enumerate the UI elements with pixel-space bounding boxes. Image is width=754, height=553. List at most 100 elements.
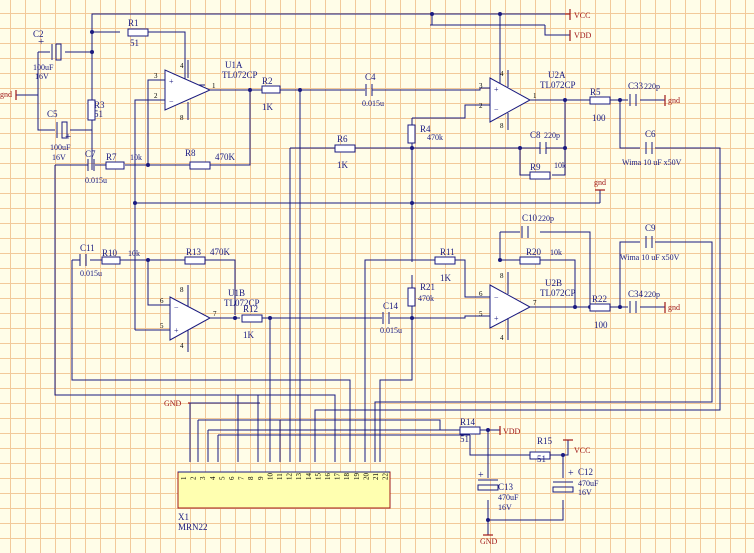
connector-pin-15: 15 bbox=[314, 473, 322, 481]
svg-text:−: − bbox=[169, 97, 174, 106]
c2-val: 100uF bbox=[33, 63, 54, 72]
svg-text:+: + bbox=[169, 77, 174, 86]
svg-text:3: 3 bbox=[154, 72, 158, 80]
r10-ref: R10 bbox=[102, 248, 118, 258]
c7-val: 0.015u bbox=[85, 176, 107, 185]
resistor-r6 bbox=[334, 144, 356, 153]
c6-val: Wima 10 uF x50V bbox=[622, 158, 682, 167]
connector-pin-17: 17 bbox=[334, 473, 342, 481]
connector-pin-22: 22 bbox=[382, 473, 390, 481]
connector-pin-13: 13 bbox=[295, 473, 303, 481]
svg-text:5: 5 bbox=[479, 310, 483, 318]
c11-val: 0.015u bbox=[80, 269, 102, 278]
resistor-r10 bbox=[101, 256, 121, 265]
connector-pin-1: 1 bbox=[180, 476, 188, 480]
r21-val: 470k bbox=[418, 294, 434, 303]
r11-val: 1K bbox=[440, 273, 452, 283]
r13-ref: R13 bbox=[186, 247, 202, 257]
svg-text:4: 4 bbox=[180, 342, 184, 350]
opamp-u2a: +− 32 1 48 U2A TL072CP bbox=[479, 70, 576, 130]
c2-volt: 16V bbox=[35, 72, 49, 81]
r8-ref: R8 bbox=[185, 148, 196, 158]
c14-val: 0.015u bbox=[380, 326, 402, 335]
svg-text:+: + bbox=[65, 131, 71, 143]
svg-text:2: 2 bbox=[154, 92, 158, 100]
gnd-label-c34: gnd bbox=[668, 303, 680, 312]
r12-val: 1K bbox=[243, 330, 255, 340]
vcc-label-bottom: VCC bbox=[574, 446, 590, 455]
r22-ref: R22 bbox=[592, 294, 607, 304]
connector-pin-6: 6 bbox=[228, 476, 236, 480]
junctions bbox=[90, 12, 622, 522]
c4-val: 0.015u bbox=[362, 99, 384, 108]
u2b-type: TL072CP bbox=[540, 288, 576, 298]
resistors bbox=[87, 28, 611, 460]
c11-ref: C11 bbox=[80, 243, 95, 253]
vdd-label-bottom: VDD bbox=[503, 427, 521, 436]
power-symbols bbox=[15, 9, 666, 536]
c33-ref: C33 bbox=[628, 81, 644, 91]
r15-val: 51 bbox=[537, 454, 546, 464]
r6-val: 1K bbox=[337, 160, 349, 170]
gnd-label-mid: gnd bbox=[594, 178, 606, 187]
r4-val: 470k bbox=[427, 133, 443, 142]
r9-ref: R9 bbox=[530, 162, 541, 172]
u1a-type: TL072CP bbox=[222, 70, 258, 80]
c10-val: 220p bbox=[538, 214, 554, 223]
resistor-r12 bbox=[241, 314, 263, 323]
connector-pin-11: 11 bbox=[276, 473, 284, 480]
c5-val: 100uF bbox=[50, 143, 71, 152]
c12-ref: C12 bbox=[578, 467, 593, 477]
r5-ref: R5 bbox=[590, 87, 601, 97]
resistor-r7 bbox=[105, 161, 125, 170]
c8-ref: C8 bbox=[530, 130, 541, 140]
r12-ref: R12 bbox=[243, 304, 258, 314]
connector-pin-8: 8 bbox=[247, 476, 255, 480]
svg-text:+: + bbox=[38, 36, 44, 48]
r11-ref: R11 bbox=[440, 247, 455, 257]
connector-pin-4: 4 bbox=[209, 476, 217, 480]
connector-pin-19: 19 bbox=[353, 473, 361, 481]
c13-volt: 16V bbox=[498, 503, 512, 512]
r14-val: 51 bbox=[460, 434, 469, 444]
resistor-r14 bbox=[459, 426, 481, 435]
resistor-r20 bbox=[519, 256, 541, 265]
gnd-label-left: gnd bbox=[0, 90, 12, 99]
svg-text:+: + bbox=[494, 85, 499, 94]
c12-volt: 16V bbox=[578, 488, 592, 497]
u2a-type: TL072CP bbox=[540, 80, 576, 90]
x1-ref: X1 bbox=[178, 512, 189, 522]
c9-ref: C9 bbox=[645, 223, 656, 233]
resistor-r8 bbox=[189, 161, 211, 170]
resistor-r1 bbox=[127, 28, 149, 37]
c33-val: 220p bbox=[644, 82, 660, 91]
r10-val: 10k bbox=[128, 249, 140, 258]
r3-val: 51 bbox=[94, 109, 103, 119]
svg-text:8: 8 bbox=[180, 114, 184, 122]
resistor-r15 bbox=[529, 451, 551, 460]
svg-text:8: 8 bbox=[500, 272, 504, 280]
svg-text:+: + bbox=[478, 470, 484, 481]
svg-text:7: 7 bbox=[533, 299, 537, 307]
svg-text:+: + bbox=[494, 314, 499, 323]
r20-ref: R20 bbox=[526, 247, 542, 257]
opamp-u2b: −+ 65 7 84 U2B TL072CP bbox=[479, 272, 576, 342]
x1-type: MRN22 bbox=[178, 522, 208, 532]
svg-text:4: 4 bbox=[500, 334, 504, 342]
r3-ref: R3 bbox=[94, 100, 105, 110]
connector-pin-12: 12 bbox=[286, 473, 294, 481]
resistor-r13 bbox=[184, 256, 206, 265]
c13-val: 470uF bbox=[498, 493, 519, 502]
r21-ref: R21 bbox=[420, 282, 435, 292]
svg-text:2: 2 bbox=[479, 102, 483, 110]
resistor-r11 bbox=[434, 256, 456, 265]
gnd-label-c33: gnd bbox=[668, 96, 680, 105]
r4-ref: R4 bbox=[420, 124, 431, 134]
wires bbox=[16, 13, 721, 535]
resistor-r5 bbox=[589, 96, 611, 105]
svg-text:6: 6 bbox=[479, 290, 483, 298]
r1-ref: R1 bbox=[128, 18, 139, 28]
svg-text:5: 5 bbox=[160, 322, 164, 330]
svg-text:3: 3 bbox=[479, 82, 483, 90]
r7-val: 10k bbox=[130, 153, 142, 162]
